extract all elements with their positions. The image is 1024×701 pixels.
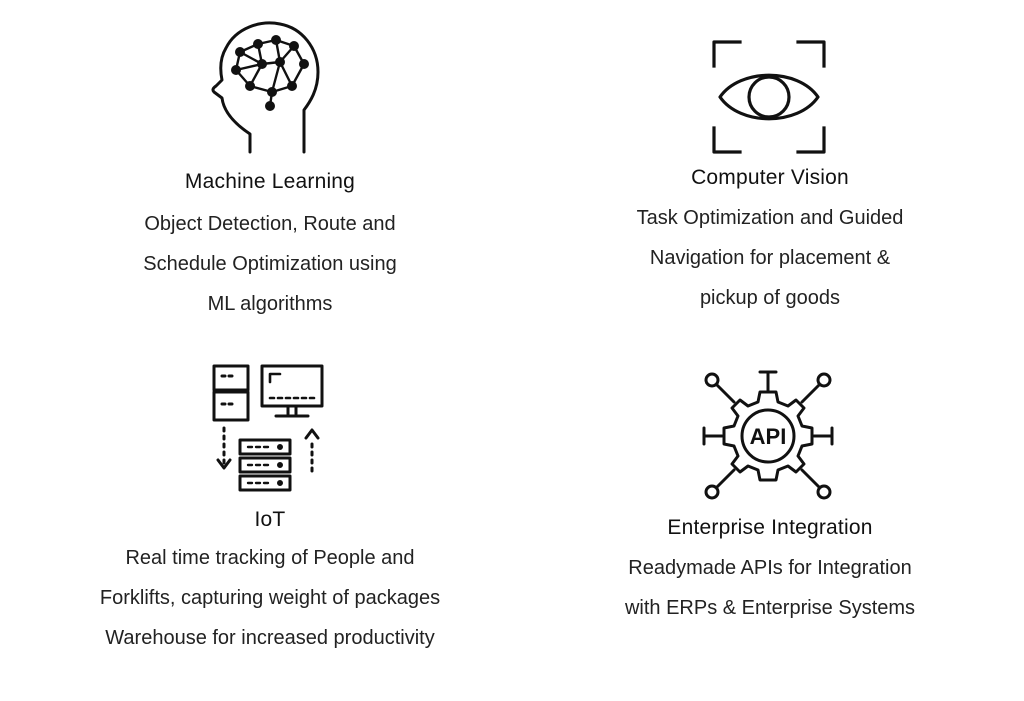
description-line: Warehouse for increased productivity — [105, 627, 435, 649]
feature-description: Readymade APIs for Integration with ERPs… — [560, 548, 980, 628]
description-line: Object Detection, Route and — [144, 213, 396, 235]
feature-title: Enterprise Integration — [667, 516, 873, 539]
feature-title: IoT — [254, 508, 286, 531]
description-line: Schedule Optimization using — [143, 253, 397, 275]
feature-title: Machine Learning — [184, 170, 356, 193]
api-gear-icon: API — [702, 370, 834, 500]
feature-description: Task Optimization and Guided Navigation … — [560, 198, 980, 318]
brain-network-head-icon — [211, 21, 320, 154]
description-line: Forklifts, capturing weight of packages — [99, 587, 441, 609]
description-line: Readymade APIs for Integration — [628, 557, 912, 579]
connected-devices-server-icon — [212, 364, 324, 492]
feature-description: Real time tracking of People and Forklif… — [60, 538, 480, 658]
svg-text:API: API — [750, 424, 787, 449]
description-line: pickup of goods — [699, 287, 841, 309]
description-line: Real time tracking of People and — [125, 547, 415, 569]
description-line: ML algorithms — [207, 293, 333, 315]
feature-title: Computer Vision — [691, 166, 849, 189]
feature-computer-vision: Computer Vision Task Optimization and Gu… — [560, 38, 980, 318]
description-line: Navigation for placement & — [649, 247, 891, 269]
feature-machine-learning: Machine Learning Object Detection, Route… — [60, 18, 480, 324]
feature-enterprise-integration: API Enterprise Integration Readymade API… — [560, 368, 980, 628]
feature-iot: IoT Real time tracking of People and For… — [60, 362, 480, 658]
description-line: with ERPs & Enterprise Systems — [624, 597, 916, 619]
description-line: Task Optimization and Guided — [636, 207, 904, 229]
feature-description: Object Detection, Route and Schedule Opt… — [60, 204, 480, 324]
eye-scan-icon — [712, 40, 826, 154]
